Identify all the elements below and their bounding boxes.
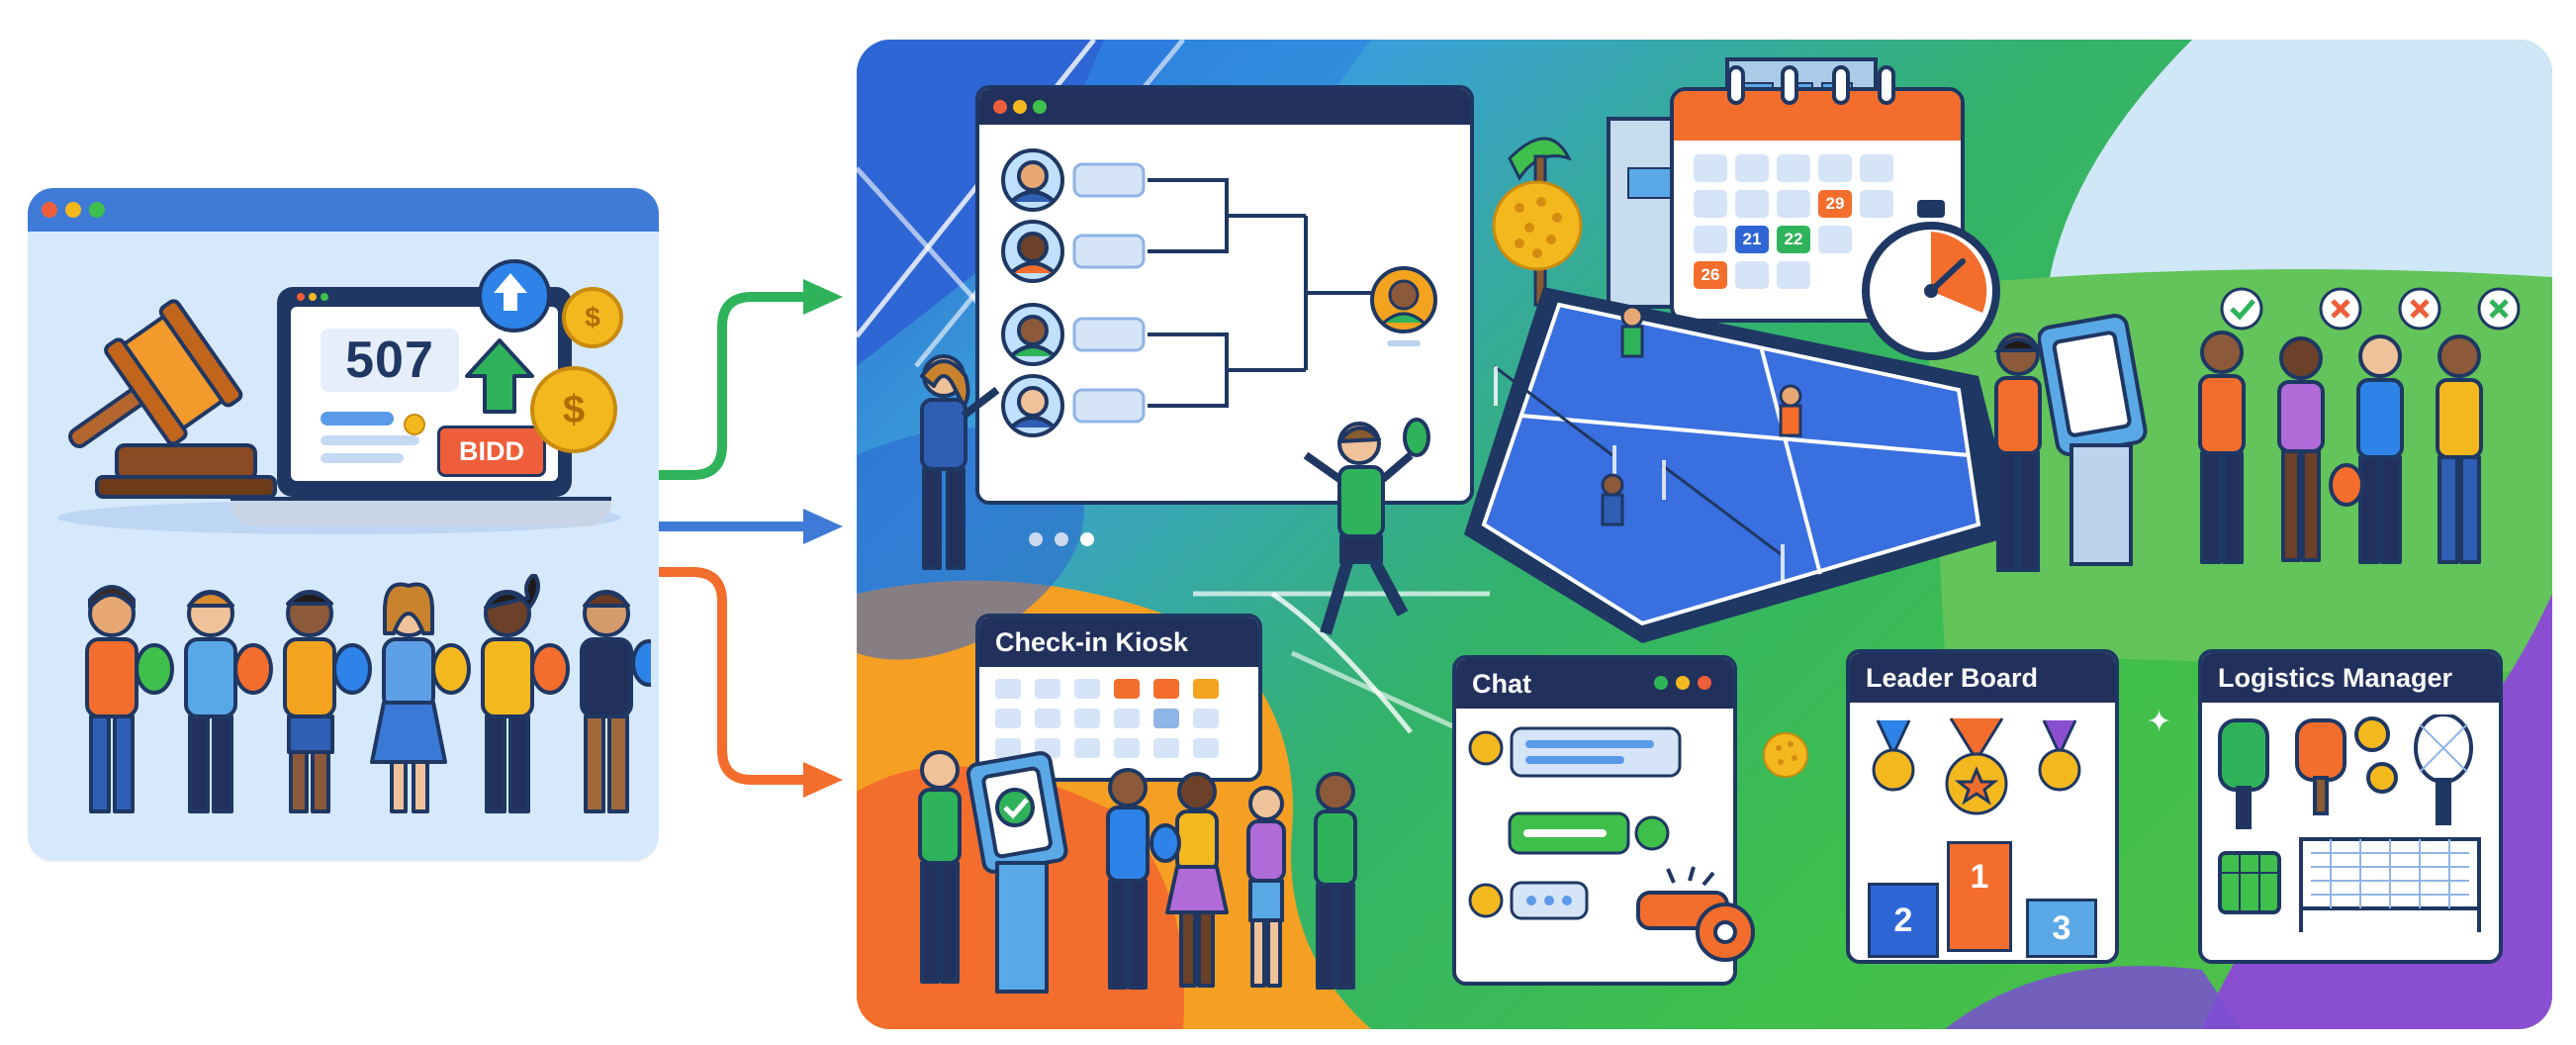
pickleball-players-group (85, 574, 651, 813)
minimize-window-dot[interactable] (1013, 100, 1027, 114)
laptop-dot (297, 293, 305, 301)
calendar-date-highlight[interactable]: 29 (1818, 190, 1852, 218)
close-window-dot[interactable] (993, 100, 1007, 114)
calendar-date-highlight[interactable]: 26 (1694, 261, 1727, 289)
pager-dot[interactable] (1055, 532, 1068, 546)
medals-icon (1872, 717, 2081, 815)
bracket-winner-avatar (1370, 266, 1437, 346)
stopwatch-icon (1862, 200, 2000, 360)
chat-panel[interactable]: Chat (1452, 655, 1737, 986)
running-player-figure (1303, 418, 1430, 635)
bid-button[interactable]: BIDD (437, 426, 546, 477)
calendar-rings (1727, 65, 1895, 105)
checkmark-icon (2230, 299, 2255, 321)
close-window-dot[interactable] (42, 202, 57, 218)
leader-board-panel[interactable]: Leader Board 2 1 3 (1846, 649, 2119, 964)
maximize-window-dot[interactable] (1033, 100, 1047, 114)
check-in-kiosk-title: Check-in Kiosk (979, 618, 1258, 667)
leader-board-title: Leader Board (1850, 653, 2115, 703)
current-bid-amount: 507 (345, 332, 434, 389)
text-line (321, 412, 394, 426)
arrow-head-orange (803, 762, 843, 798)
window-dot[interactable] (1698, 676, 1711, 690)
player-figure (85, 574, 651, 813)
auction-window: 507 BIDD $ $ (28, 188, 659, 861)
podium-third: 3 (2026, 899, 2097, 958)
chat-title: Chat (1456, 659, 1733, 709)
pickleball-icon (1492, 180, 1583, 271)
check-in-line-group (918, 750, 1357, 994)
small-coin-icon (404, 414, 425, 435)
pager-dot-active[interactable] (1080, 532, 1094, 546)
kiosk-schedule-grid (995, 679, 1219, 758)
auction-window-titlebar (28, 188, 659, 232)
flow-arrows (659, 279, 843, 798)
bid-up-icon[interactable] (478, 259, 551, 332)
check-in-kiosk-panel[interactable]: Check-in Kiosk (975, 614, 1262, 782)
dollar-coin-icon: $ (562, 287, 623, 348)
x-mark-icon (2489, 299, 2509, 319)
logistics-manager-panel[interactable]: Logistics Manager (2198, 649, 2503, 964)
checkmark-icon (1003, 798, 1029, 819)
arrow-head-blue (803, 509, 843, 544)
podium-first: 1 (1947, 841, 2012, 952)
calendar-date-highlight[interactable]: 22 (1777, 226, 1810, 253)
whistle-icon (1636, 866, 1755, 962)
arrow-head-green (803, 279, 843, 315)
green-up-arrow-icon (465, 338, 534, 414)
schedule-calendar: 29 21 22 26 (1670, 87, 1965, 323)
x-mark-icon (2331, 299, 2350, 319)
window-dot[interactable] (1676, 676, 1690, 690)
equipment-icons (2218, 714, 2481, 932)
bracket-diagram (1001, 148, 1375, 437)
laptop-dot (321, 293, 328, 301)
calendar-header (1674, 91, 1961, 141)
sparkle-icon: ✦ (2147, 706, 2172, 738)
chat-messages (1468, 726, 1682, 920)
logistics-manager-title: Logistics Manager (2202, 653, 2499, 703)
laptop-dot (309, 293, 317, 301)
check-in-tablet-kiosk (2038, 314, 2148, 566)
window-dot[interactable] (1654, 676, 1668, 690)
court-net (1493, 364, 1782, 556)
dollar-coin-icon: $ (530, 366, 617, 453)
players-waiting-group (2198, 287, 2521, 564)
bracket-window-titlebar (979, 89, 1470, 125)
laptop-base (230, 497, 611, 526)
organizer-figure (920, 354, 1000, 570)
text-line (321, 453, 404, 463)
minimize-window-dot[interactable] (65, 202, 81, 218)
calendar-date-highlight[interactable]: 21 (1735, 226, 1769, 253)
x-mark-icon (2410, 299, 2430, 319)
pager-dot[interactable] (1029, 532, 1043, 546)
podium-second: 2 (1868, 883, 1939, 958)
pickleball-court (1464, 287, 1998, 643)
maximize-window-dot[interactable] (89, 202, 105, 218)
pickleball-icon (1763, 732, 1808, 778)
bracket-player-avatar (1001, 148, 1064, 437)
current-bid-display: 507 (321, 329, 459, 392)
text-line (321, 435, 419, 445)
gavel-icon (68, 299, 277, 499)
staff-figure (1993, 332, 2043, 572)
